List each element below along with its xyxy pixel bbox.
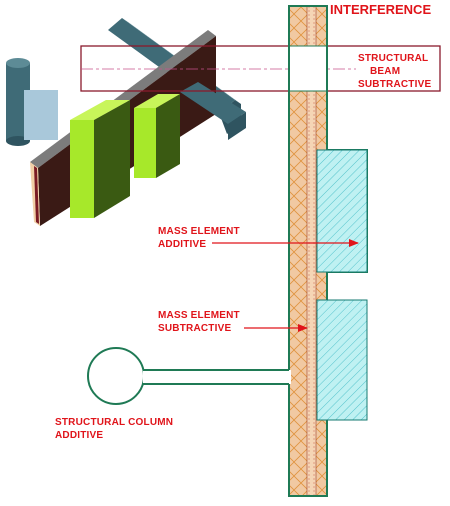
labels: INTERFERENCE STRUCTURAL BEAM SUBTRACTIVE… [55, 2, 431, 441]
plan-view [80, 5, 441, 497]
beam-label-line2: BEAM [370, 66, 400, 77]
structural-column-circle [87, 347, 145, 405]
mass-3d-large-top [70, 100, 130, 120]
mass-additive-label-line1: MASS ELEMENT [158, 226, 240, 237]
column-label-line1: STRUCTURAL COLUMN [55, 417, 173, 428]
mass-element-additive [316, 149, 368, 273]
mass-subtractive-label-line1: MASS ELEMENT [158, 310, 240, 321]
column-3d-top [6, 58, 30, 68]
structural-beam-outline [80, 45, 441, 92]
connector-plate-3d [24, 90, 58, 140]
mass-3d-large-side [94, 100, 130, 218]
mass-subtractive-label-line2: SUBTRACTIVE [158, 323, 231, 334]
mass-additive-label-line2: ADDITIVE [158, 239, 206, 250]
mass-3d-small-front [134, 108, 156, 178]
beam-label-line1: STRUCTURAL [358, 53, 428, 64]
mass-3d-small-side [156, 94, 180, 178]
mass-element-subtractive [316, 299, 368, 421]
wall-3d-layer-maroon [34, 166, 39, 224]
mass-3d-small-top [134, 94, 180, 108]
column-label-line2: ADDITIVE [55, 430, 103, 441]
interference-label: INTERFERENCE [330, 2, 431, 17]
mass-3d-large-front [70, 120, 94, 218]
perspective-view [6, 18, 246, 226]
beam-3d-front [180, 82, 246, 124]
beam-label-line3: SUBTRACTIVE [358, 79, 431, 90]
wall-interference-opening [289, 46, 327, 91]
